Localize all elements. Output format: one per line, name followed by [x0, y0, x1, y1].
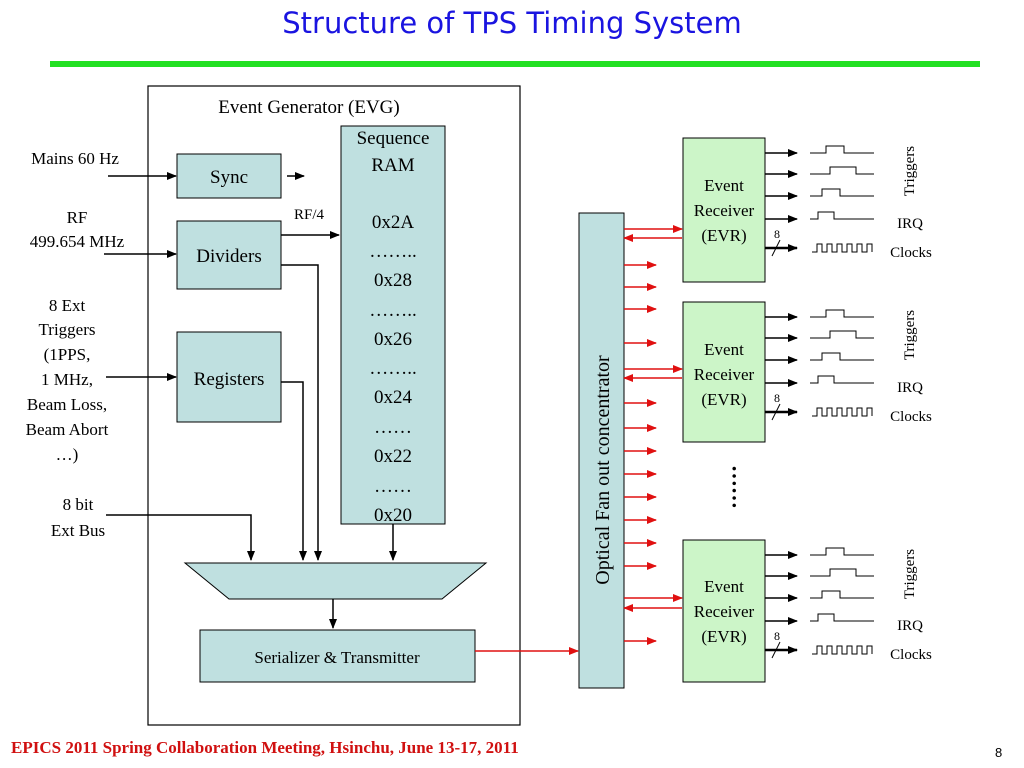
- svg-text:IRQ: IRQ: [897, 618, 923, 634]
- footer: EPICS 2011 Spring Collaboration Meeting,…: [11, 738, 519, 757]
- ext-bus-input-label: 8 bit Ext Bus: [51, 495, 105, 540]
- svg-text:……: ……: [374, 417, 412, 438]
- svg-text:8: 8: [774, 227, 780, 241]
- sequence-ram-contents: Sequence RAM 0x2A …….. 0x28 …….. 0x26 ………: [357, 128, 430, 526]
- evg-frame: [147, 85, 521, 726]
- evr-3: Event Receiver (EVR) 8 Triggers IRQ Cloc…: [682, 539, 932, 683]
- concentrator-label: Optical Fan out concentrator: [592, 355, 614, 585]
- svg-text:Triggers: Triggers: [39, 320, 96, 339]
- registers-to-mux-arrow: [281, 381, 307, 561]
- svg-text:Triggers: Triggers: [902, 310, 918, 360]
- evr-ellipsis: ……: [716, 465, 741, 509]
- ext-bus-arrow: [106, 514, 255, 561]
- svg-text:0x28: 0x28: [374, 270, 412, 291]
- svg-text:Event: Event: [704, 577, 744, 596]
- multiplexer: [183, 562, 488, 600]
- svg-text:RAM: RAM: [371, 155, 414, 176]
- svg-text:(EVR): (EVR): [701, 226, 746, 245]
- svg-text:1 MHz,: 1 MHz,: [41, 370, 93, 389]
- svg-text:8 bit: 8 bit: [63, 495, 94, 514]
- svg-text:Beam Loss,: Beam Loss,: [27, 395, 107, 414]
- svg-text:(1PPS,: (1PPS,: [44, 345, 91, 364]
- rf-input-label: RF 499.654 MHz: [30, 208, 125, 251]
- dividers-label: Dividers: [196, 246, 261, 267]
- sync-label: Sync: [210, 167, 248, 188]
- ext-triggers-input-label: 8 Ext Triggers (1PPS, 1 MHz, Beam Loss, …: [26, 296, 109, 464]
- svg-text:Triggers: Triggers: [902, 146, 918, 196]
- svg-text:Triggers: Triggers: [902, 549, 918, 599]
- svg-text:8: 8: [774, 629, 780, 643]
- serializer-label: Serializer & Transmitter: [254, 648, 420, 667]
- sequence-ram-box: [340, 125, 446, 525]
- svg-text:Receiver: Receiver: [694, 602, 755, 621]
- svg-text:Clocks: Clocks: [890, 409, 932, 425]
- concentrator-box: [578, 212, 625, 689]
- dividers-to-mux-arrow: [281, 264, 322, 561]
- title-underline: [50, 61, 980, 67]
- svg-text:IRQ: IRQ: [897, 216, 923, 232]
- svg-text:8: 8: [774, 391, 780, 405]
- svg-text:(EVR): (EVR): [701, 627, 746, 646]
- svg-text:0x26: 0x26: [374, 329, 412, 350]
- fanout-arrows: [623, 225, 683, 645]
- sync-box: [176, 153, 282, 199]
- svg-text:……: ……: [374, 476, 412, 497]
- mains-input-label: Mains 60 Hz: [31, 149, 119, 168]
- svg-text:Sequence: Sequence: [357, 128, 430, 149]
- svg-text:……..: ……..: [369, 358, 417, 379]
- svg-text:……..: ……..: [369, 300, 417, 321]
- registers-box: [176, 331, 282, 423]
- svg-text:……..: ……..: [369, 241, 417, 262]
- svg-text:499.654 MHz: 499.654 MHz: [30, 232, 125, 251]
- svg-text:Clocks: Clocks: [890, 245, 932, 261]
- svg-text:0x24: 0x24: [374, 387, 413, 408]
- svg-text:8 Ext: 8 Ext: [49, 296, 86, 315]
- svg-text:Event: Event: [704, 176, 744, 195]
- page-number: 8: [995, 745, 1003, 760]
- dividers-box: [176, 220, 282, 290]
- svg-text:IRQ: IRQ: [897, 380, 923, 396]
- rf4-label: RF/4: [294, 207, 325, 223]
- svg-text:0x22: 0x22: [374, 446, 412, 467]
- evg-label: Event Generator (EVG): [218, 97, 399, 118]
- evr-1: Event Receiver (EVR) 8 Triggers IRQ Cloc…: [682, 137, 932, 283]
- slide-title: Structure of TPS Timing System: [282, 6, 742, 40]
- svg-text:Ext Bus: Ext Bus: [51, 521, 105, 540]
- svg-text:(EVR): (EVR): [701, 390, 746, 409]
- svg-text:Receiver: Receiver: [694, 201, 755, 220]
- svg-text:0x20: 0x20: [374, 505, 412, 526]
- svg-text:RF: RF: [67, 208, 88, 227]
- svg-text:0x2A: 0x2A: [372, 212, 415, 233]
- svg-text:Beam Abort: Beam Abort: [26, 420, 109, 439]
- svg-text:…): …): [56, 445, 79, 464]
- registers-label: Registers: [194, 369, 265, 390]
- svg-text:Event: Event: [704, 340, 744, 359]
- serializer-box: [199, 629, 476, 683]
- svg-text:Clocks: Clocks: [890, 647, 932, 663]
- evr-2: Event Receiver (EVR) 8 Triggers IRQ Cloc…: [682, 301, 932, 443]
- svg-text:Receiver: Receiver: [694, 365, 755, 384]
